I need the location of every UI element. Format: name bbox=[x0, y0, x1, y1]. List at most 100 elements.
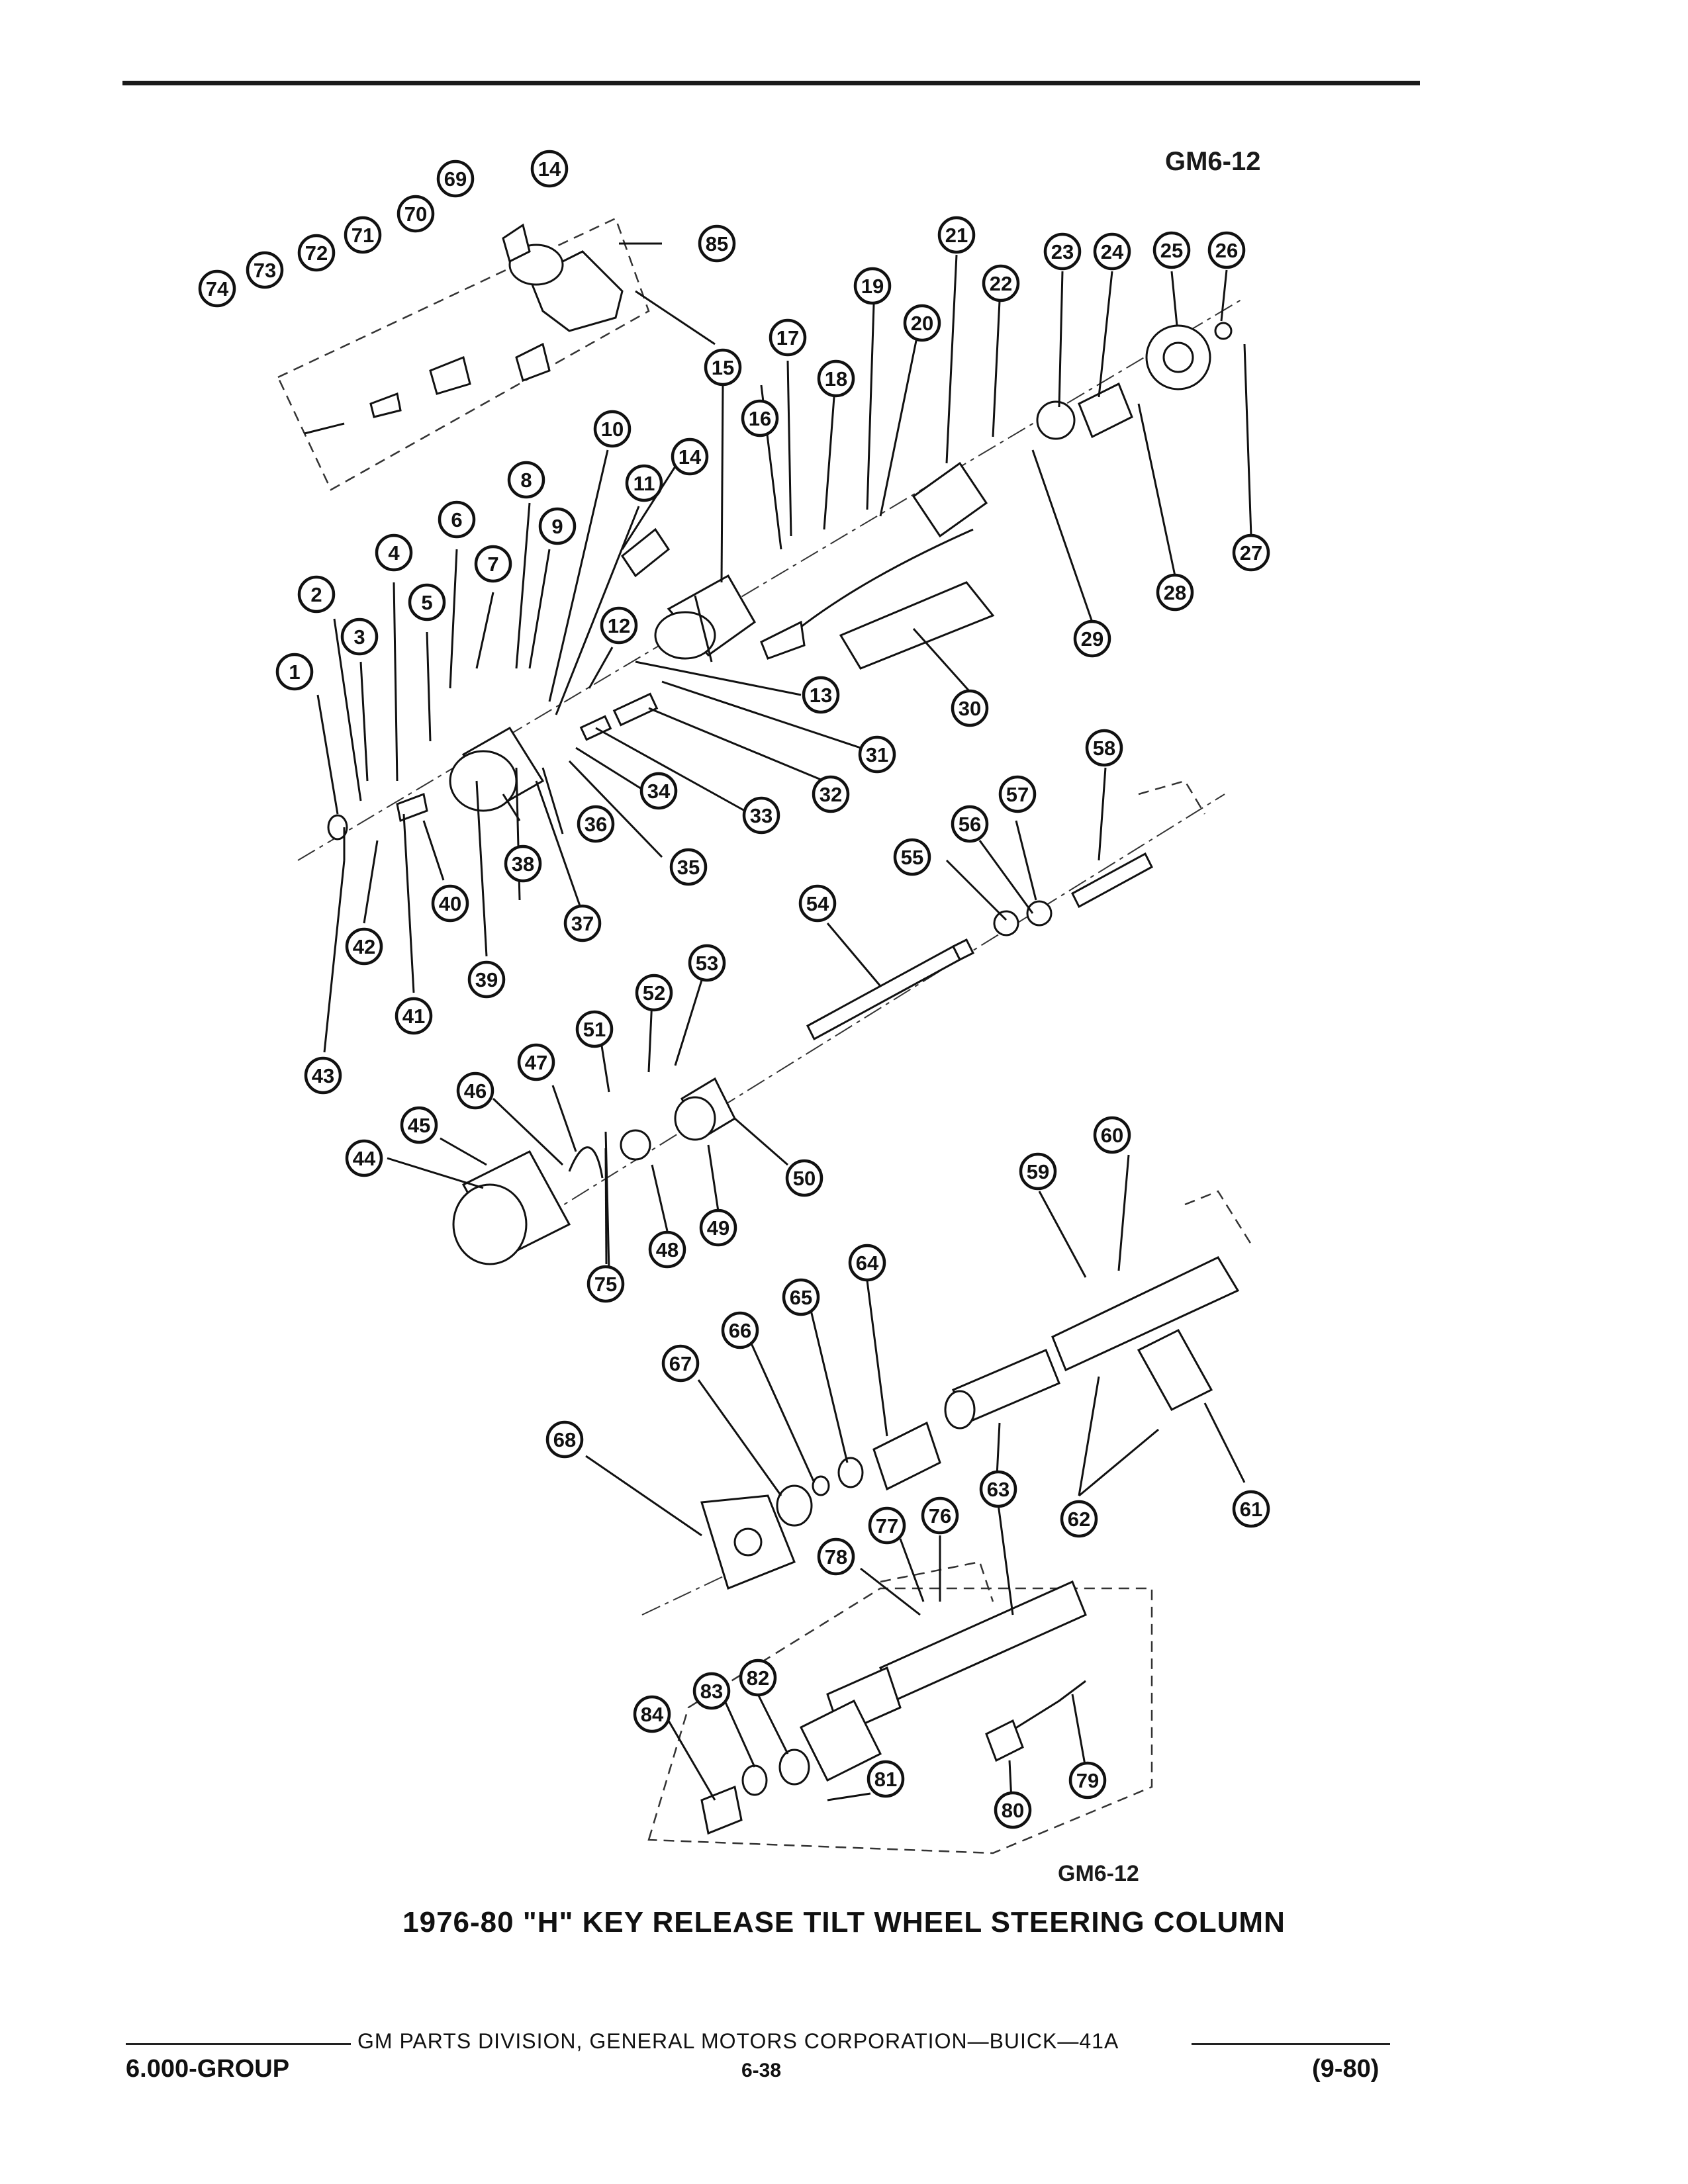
callout-label: 61 bbox=[1240, 1498, 1262, 1521]
callout-label: 82 bbox=[747, 1666, 769, 1690]
callout-39: 39 bbox=[467, 960, 506, 999]
callout-label: 77 bbox=[876, 1514, 898, 1537]
callout-84: 84 bbox=[633, 1695, 671, 1733]
callout-68: 68 bbox=[545, 1420, 584, 1459]
top-rule bbox=[122, 81, 1420, 85]
callout-label: 85 bbox=[706, 232, 728, 255]
callout-label: 74 bbox=[206, 277, 229, 300]
callout-label: 38 bbox=[512, 852, 534, 876]
callout-label: 23 bbox=[1051, 240, 1074, 263]
callout-label: 79 bbox=[1076, 1769, 1099, 1792]
callout-3: 3 bbox=[340, 617, 379, 656]
footer-publisher: GM PARTS DIVISION, GENERAL MOTORS CORPOR… bbox=[357, 2029, 1119, 2053]
callout-34: 34 bbox=[639, 772, 678, 810]
callout-14: 14 bbox=[530, 150, 569, 188]
callout-label: 46 bbox=[464, 1079, 487, 1103]
callout-44: 44 bbox=[345, 1139, 383, 1177]
callout-label: 20 bbox=[911, 312, 933, 335]
callout-26: 26 bbox=[1207, 231, 1246, 269]
callout-54: 54 bbox=[798, 884, 837, 923]
callout-label: 72 bbox=[305, 242, 328, 265]
callout-label: 71 bbox=[352, 224, 374, 247]
callout-label: 56 bbox=[959, 813, 981, 836]
callout-80: 80 bbox=[994, 1791, 1032, 1829]
callout-76: 76 bbox=[921, 1496, 959, 1535]
callout-57: 57 bbox=[998, 775, 1037, 813]
callout-4: 4 bbox=[375, 533, 413, 572]
figure-id-top: GM6-12 bbox=[1165, 147, 1261, 176]
callout-label: 80 bbox=[1002, 1799, 1024, 1822]
callout-17: 17 bbox=[769, 318, 807, 357]
callout-label: 62 bbox=[1068, 1508, 1090, 1531]
callout-label: 42 bbox=[353, 935, 375, 958]
callout-label: 14 bbox=[538, 158, 561, 181]
callout-label: 60 bbox=[1101, 1124, 1123, 1147]
callout-label: 47 bbox=[525, 1051, 547, 1074]
callout-label: 70 bbox=[404, 203, 427, 226]
callout-label: 5 bbox=[421, 591, 432, 614]
callout-50: 50 bbox=[785, 1159, 823, 1197]
callout-21: 21 bbox=[937, 216, 976, 254]
diagram-caption: 1976-80 "H" KEY RELEASE TILT WHEEL STEER… bbox=[402, 1906, 1286, 1938]
callout-label: 28 bbox=[1164, 581, 1186, 604]
callout-22: 22 bbox=[982, 264, 1020, 302]
callout-40: 40 bbox=[431, 884, 469, 923]
callout-label: 21 bbox=[945, 224, 968, 247]
assembly-outlines bbox=[277, 217, 1252, 1854]
callout-label: 58 bbox=[1093, 737, 1115, 760]
callout-33: 33 bbox=[742, 796, 780, 835]
callout-label: 36 bbox=[585, 813, 607, 836]
callout-45: 45 bbox=[400, 1106, 438, 1144]
callout-label: 45 bbox=[408, 1114, 430, 1137]
callout-42: 42 bbox=[345, 927, 383, 966]
callout-66: 66 bbox=[721, 1311, 759, 1349]
callout-label: 3 bbox=[353, 625, 365, 649]
callout-37: 37 bbox=[563, 904, 602, 942]
callout-label: 51 bbox=[583, 1018, 606, 1041]
callout-label: 39 bbox=[475, 968, 498, 991]
callout-24: 24 bbox=[1093, 232, 1131, 271]
callout-13: 13 bbox=[802, 676, 840, 714]
callout-27: 27 bbox=[1232, 533, 1270, 572]
callout-label: 12 bbox=[608, 614, 630, 637]
callout-label: 83 bbox=[700, 1680, 723, 1703]
callout-60: 60 bbox=[1093, 1116, 1131, 1154]
callout-41: 41 bbox=[395, 997, 433, 1035]
callout-30: 30 bbox=[951, 689, 989, 727]
callout-16: 16 bbox=[741, 399, 779, 437]
callout-label: 41 bbox=[402, 1005, 425, 1028]
callout-label: 13 bbox=[810, 684, 832, 707]
callout-label: 1 bbox=[289, 660, 300, 684]
callout-label: 75 bbox=[594, 1273, 617, 1296]
callout-62: 62 bbox=[1060, 1500, 1098, 1538]
callout-23: 23 bbox=[1043, 232, 1082, 271]
callout-label: 66 bbox=[729, 1319, 751, 1342]
callout-label: 84 bbox=[641, 1703, 664, 1726]
callout-51: 51 bbox=[575, 1010, 614, 1048]
callout-label: 48 bbox=[656, 1238, 679, 1261]
callout-label: 19 bbox=[861, 275, 884, 298]
callout-83: 83 bbox=[692, 1672, 731, 1710]
callout-label: 53 bbox=[696, 952, 718, 975]
callout-label: 81 bbox=[874, 1768, 897, 1791]
callout-label: 27 bbox=[1240, 541, 1262, 565]
callout-55: 55 bbox=[893, 838, 931, 876]
callout-46: 46 bbox=[456, 1071, 494, 1110]
callout-label: 37 bbox=[571, 912, 594, 935]
callout-label: 30 bbox=[959, 697, 981, 720]
callout-15: 15 bbox=[704, 348, 742, 387]
callout-label: 44 bbox=[353, 1147, 376, 1170]
callout-label: 35 bbox=[677, 856, 700, 879]
callout-20: 20 bbox=[903, 304, 941, 342]
callout-28: 28 bbox=[1156, 573, 1194, 612]
callout-56: 56 bbox=[951, 805, 989, 843]
callout-label: 49 bbox=[707, 1216, 729, 1240]
callout-31: 31 bbox=[858, 735, 896, 774]
callout-label: 17 bbox=[776, 326, 799, 349]
callout-65: 65 bbox=[782, 1278, 820, 1316]
callout-label: 18 bbox=[825, 367, 847, 390]
callout-43: 43 bbox=[304, 1056, 342, 1095]
callout-label: 33 bbox=[750, 804, 773, 827]
callout-69: 69 bbox=[436, 159, 475, 198]
callout-label: 16 bbox=[749, 407, 771, 430]
